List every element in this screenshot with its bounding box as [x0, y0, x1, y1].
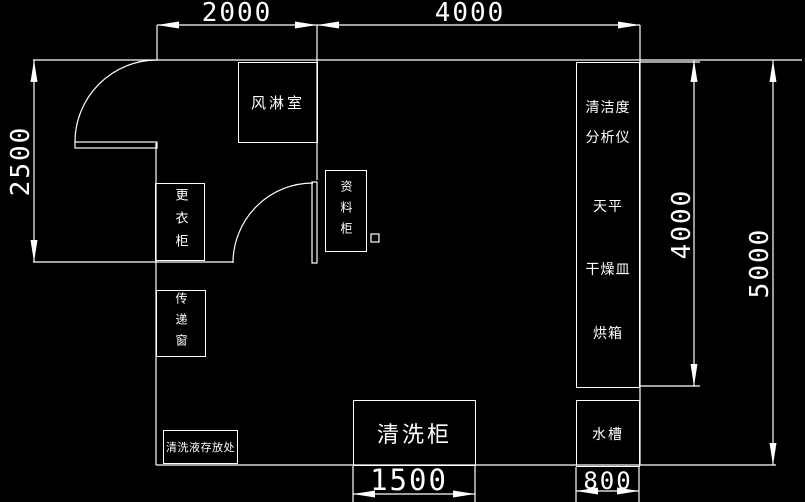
file-cabinet-label: 资料柜: [339, 179, 353, 243]
sink: 水槽: [576, 400, 640, 467]
dim-top-left: 2000: [201, 0, 273, 28]
dim-top-right: 4000: [434, 0, 506, 28]
wardrobe-cabinet: 更衣柜: [155, 183, 205, 261]
dim-left: 2500: [6, 125, 36, 197]
wash-cabinet: 清洗柜: [353, 400, 476, 466]
pass-through-window: 传递窗: [156, 290, 206, 357]
air-shower-label: 风淋室: [250, 94, 305, 112]
dim-bottom-center: 1500: [370, 463, 448, 497]
dim-right-outer: 5000: [745, 227, 775, 299]
wash-cabinet-label: 清洗柜: [376, 423, 452, 448]
cleaning-liquid-storage: 清洗液存放处: [163, 430, 238, 464]
sink-label: 水槽: [592, 426, 624, 443]
pass-window-label: 传递窗: [174, 292, 188, 355]
oven-label: 烘箱: [593, 326, 623, 342]
door-swing-arc-entry: [74, 59, 158, 143]
file-cabinet: 资料柜: [325, 170, 367, 252]
balance-label: 天平: [593, 199, 623, 215]
dimension-arrowheads: [30, 21, 777, 498]
door-leaf-inner: [311, 181, 318, 264]
cleanliness-analyzer-label: 清洁度 分析仪: [585, 100, 631, 146]
air-shower-room: 风淋室: [238, 62, 318, 143]
wardrobe-label: 更衣柜: [172, 187, 188, 257]
cleaning-storage-label: 清洗液存放处: [166, 441, 235, 454]
door-swing-arc-inner: [232, 182, 314, 264]
dim-right-inner: 4000: [667, 188, 697, 260]
door-leaf-entry: [74, 141, 158, 149]
equipment-bench: 清洁度 分析仪 天平 干燥皿 烘箱: [576, 62, 640, 388]
column-symbol: [370, 233, 380, 243]
dim-bottom-right: 800: [583, 467, 633, 495]
drying-dish-label: 干燥皿: [585, 262, 631, 278]
